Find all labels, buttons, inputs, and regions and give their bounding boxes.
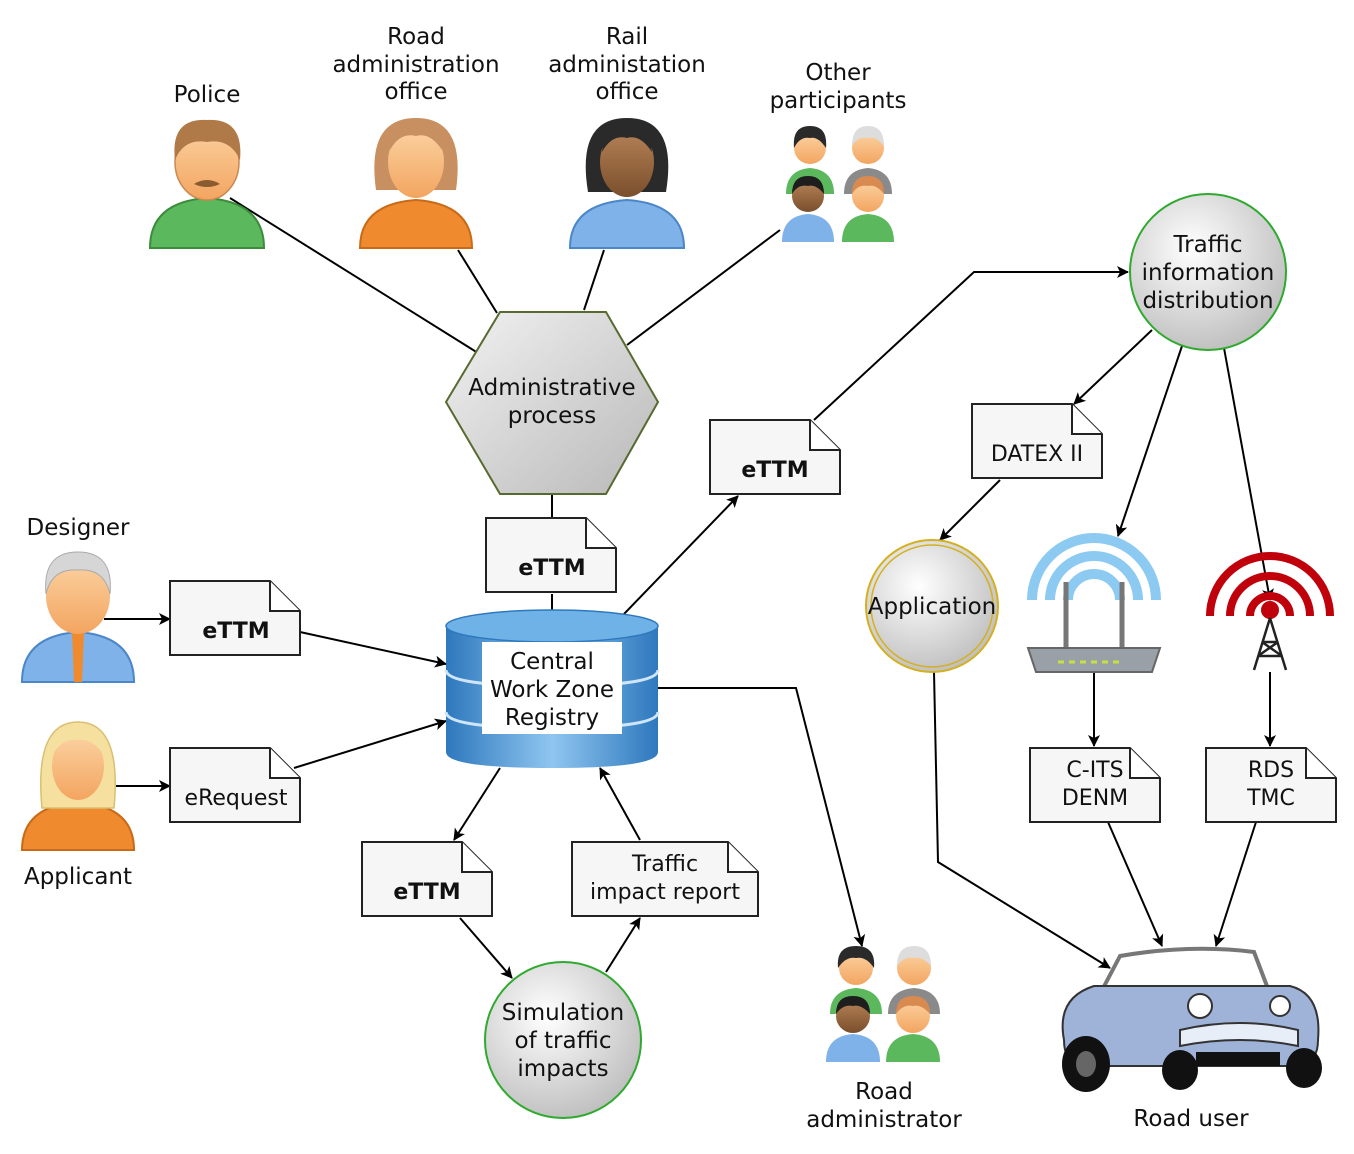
- svg-text:information: information: [1142, 260, 1275, 286]
- svg-text:eTTM: eTTM: [518, 556, 585, 581]
- road-user-car-icon: [1061, 946, 1322, 1092]
- ettm-doc-top: eTTM: [709, 419, 841, 495]
- edge-ettm-traffic-info: [813, 266, 1129, 421]
- rds-tmc-doc: RDS TMC: [1205, 747, 1337, 823]
- svg-text:administation: administation: [548, 52, 706, 78]
- rail-admin-office-person-icon: [568, 118, 686, 249]
- svg-text:impacts: impacts: [517, 1056, 608, 1082]
- ettm-doc-simulation: eTTM: [361, 841, 493, 917]
- svg-text:Work Zone: Work Zone: [490, 677, 614, 703]
- edge-traffic-datex: [1073, 329, 1153, 405]
- svg-text:eTTM: eTTM: [741, 458, 808, 483]
- wifi-router-icon: [1026, 533, 1162, 673]
- svg-text:Rail: Rail: [606, 24, 648, 50]
- ettm-doc-designer: eTTM: [169, 580, 301, 656]
- edge-rds-road-user: [1213, 821, 1257, 947]
- edge-registry-ettm-sim: [453, 767, 501, 841]
- svg-text:distribution: distribution: [1142, 288, 1273, 314]
- svg-text:administration: administration: [332, 52, 499, 78]
- svg-text:Road: Road: [387, 24, 445, 50]
- road-administrator-group-icon: [826, 946, 940, 1062]
- road-administrator-label: Road administrator: [806, 1079, 962, 1133]
- svg-text:Traffic: Traffic: [1172, 232, 1242, 258]
- svg-text:C-ITS: C-ITS: [1066, 758, 1123, 783]
- svg-text:of traffic: of traffic: [515, 1028, 612, 1054]
- svg-text:process: process: [508, 403, 596, 429]
- edge-traffic-wifi: [1115, 345, 1183, 537]
- edge-rail-office-process: [583, 249, 605, 311]
- applicant-label: Applicant: [24, 864, 132, 890]
- edge-datex-application: [939, 479, 1001, 541]
- edge-registry-ettm-top: [623, 495, 739, 615]
- edge-other-process: [626, 229, 781, 346]
- svg-text:Simulation: Simulation: [502, 1000, 625, 1026]
- svg-text:Other: Other: [805, 60, 871, 86]
- designer-label: Designer: [26, 515, 130, 541]
- registry-database-icon: [444, 609, 660, 768]
- svg-text:Administrative: Administrative: [468, 375, 635, 401]
- edge-cits-road-user: [1107, 821, 1164, 947]
- ettm-doc-center: eTTM: [485, 517, 617, 593]
- application-node: Application: [865, 539, 999, 673]
- road-admin-office-label: Road administration office: [332, 24, 499, 105]
- svg-text:administrator: administrator: [806, 1107, 962, 1133]
- svg-text:TMC: TMC: [1246, 786, 1295, 811]
- svg-text:DATEX II: DATEX II: [991, 442, 1083, 467]
- other-participants-group-icon: [782, 126, 894, 242]
- cits-denm-doc: C-ITS DENM: [1029, 747, 1161, 823]
- designer-person-icon: [20, 551, 136, 683]
- radio-antenna-icon: [1206, 552, 1334, 671]
- traffic-info-distribution-node: Traffic information distribution: [1129, 193, 1287, 351]
- erequest-doc: eRequest: [169, 747, 301, 823]
- svg-text:office: office: [384, 79, 447, 105]
- svg-text:Road: Road: [855, 1079, 913, 1105]
- rail-admin-office-label: Rail administation office: [548, 24, 706, 105]
- svg-text:eTTM: eTTM: [393, 880, 460, 905]
- other-participants-label: Other participants: [770, 60, 907, 114]
- road-admin-office-person-icon: [358, 118, 474, 249]
- svg-text:Traffic: Traffic: [631, 852, 698, 877]
- datex-doc: DATEX II: [971, 403, 1103, 479]
- svg-text:eRequest: eRequest: [185, 786, 288, 811]
- edge-road-office-process: [457, 249, 498, 314]
- edge-police-process: [229, 197, 479, 354]
- edge-application-road-user: [933, 671, 1111, 969]
- edge-ettm-simulation: [459, 917, 513, 979]
- svg-text:Central: Central: [510, 649, 594, 675]
- svg-text:participants: participants: [770, 88, 907, 114]
- svg-text:office: office: [595, 79, 658, 105]
- svg-text:impact report: impact report: [590, 880, 740, 905]
- svg-text:eTTM: eTTM: [202, 619, 269, 644]
- traffic-impact-report-doc: Traffic impact report: [571, 841, 759, 917]
- svg-text:Application: Application: [868, 594, 997, 620]
- police-label: Police: [174, 82, 241, 108]
- svg-text:RDS: RDS: [1248, 758, 1294, 783]
- road-user-label: Road user: [1133, 1106, 1249, 1132]
- edge-erequest-registry: [293, 718, 447, 769]
- edge-simulation-report: [605, 917, 641, 973]
- simulation-node: Simulation of traffic impacts: [484, 961, 642, 1119]
- svg-text:Registry: Registry: [505, 705, 599, 731]
- applicant-person-icon: [20, 721, 136, 851]
- edge-ettm-registry-left: [299, 631, 447, 668]
- edges: [104, 197, 1276, 979]
- registry-label: Central Work Zone Registry: [490, 649, 614, 731]
- administrative-process-node: Administrative process: [444, 311, 660, 495]
- edge-report-registry: [599, 767, 641, 841]
- police-person-icon: [148, 119, 266, 249]
- edge-registry-road-admin: [658, 687, 866, 947]
- svg-text:DENM: DENM: [1062, 786, 1128, 811]
